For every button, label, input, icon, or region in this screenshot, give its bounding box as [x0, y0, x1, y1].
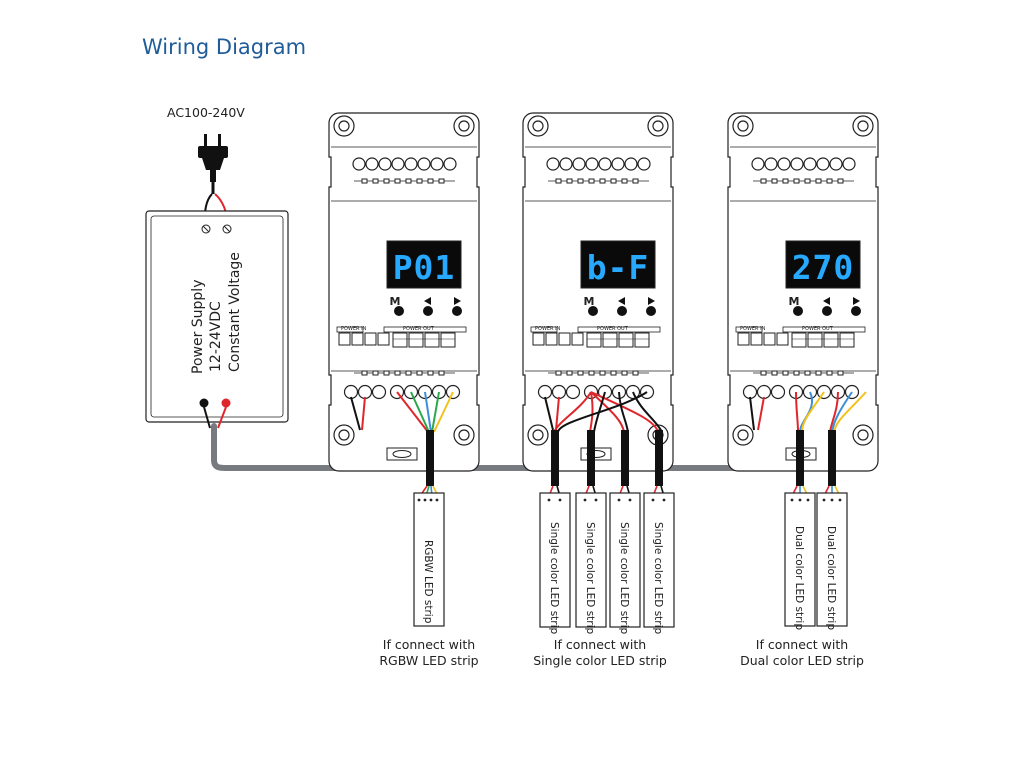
power-supply-line2: 12-24VDC — [208, 301, 224, 372]
single-color-led-strip-4: Single color LED strip — [643, 492, 675, 635]
controller-3: 270 — [727, 112, 879, 472]
button-m-label: M — [789, 295, 800, 308]
dual-strip-label: Dual color LED strip — [825, 526, 837, 630]
power-out-label: POWER OUT — [403, 326, 435, 332]
controller-display: P01 — [393, 248, 456, 287]
dual-color-wires — [749, 391, 867, 433]
controller-display: b-F — [587, 248, 650, 287]
power-in-label: POWER IN — [740, 326, 766, 332]
caption-rgbw-line2: RGBW LED strip — [379, 653, 478, 668]
dual-strip-label: Dual color LED strip — [793, 526, 805, 630]
controller-1: P01 — [328, 112, 480, 472]
rgbw-wires — [350, 391, 454, 433]
caption-dual-line2: Dual color LED strip — [740, 653, 864, 668]
single-strip-label: Single color LED strip — [652, 522, 664, 635]
controller-labels: M M M POWER IN POWER OUT POWER IN POWER … — [341, 295, 834, 332]
ac-input-label: AC100-240V — [167, 105, 245, 120]
caption-single-line2: Single color LED strip — [533, 653, 667, 668]
power-in-label: POWER IN — [341, 326, 367, 332]
button-m-label: M — [390, 295, 401, 308]
power-out-label: POWER OUT — [597, 326, 629, 332]
power-out-label: POWER OUT — [802, 326, 834, 332]
rgbw-led-strip: RGBW LED strip — [413, 492, 445, 627]
single-color-led-strip-1: Single color LED strip — [539, 492, 571, 635]
controller-display: 270 — [792, 248, 855, 287]
controller-2: b-F — [522, 112, 674, 472]
caption-rgbw-line1: If connect with — [383, 637, 475, 652]
diagram-title: Wiring Diagram — [142, 35, 306, 59]
power-supply-line1: Power Supply — [190, 280, 206, 375]
caption-dual-line1: If connect with — [756, 637, 848, 652]
single-color-led-strip-3: Single color LED strip — [609, 492, 641, 635]
power-plug-icon — [198, 134, 228, 194]
power-supply-line3: Constant Voltage — [227, 252, 243, 372]
single-color-wires — [544, 391, 663, 433]
single-color-led-strip-2: Single color LED strip — [575, 492, 607, 635]
power-supply: Power Supply 12-24VDC Constant Voltage — [145, 210, 289, 423]
caption-single-line1: If connect with — [554, 637, 646, 652]
power-in-label: POWER IN — [535, 326, 561, 332]
dual-color-led-strip-1: Dual color LED strip — [784, 492, 816, 630]
single-strip-label: Single color LED strip — [548, 522, 560, 635]
single-strip-label: Single color LED strip — [618, 522, 630, 635]
rgbw-strip-label: RGBW LED strip — [422, 540, 434, 624]
single-strip-label: Single color LED strip — [584, 522, 596, 635]
dual-color-led-strip-2: Dual color LED strip — [816, 492, 848, 630]
button-m-label: M — [584, 295, 595, 308]
